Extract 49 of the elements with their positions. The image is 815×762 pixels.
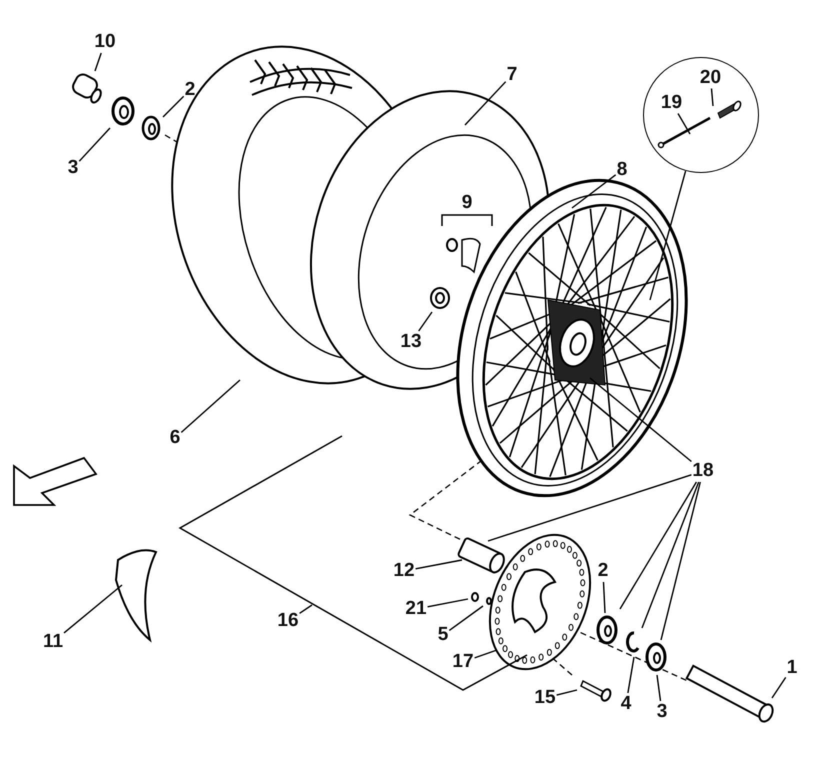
callout-number: 17: [452, 652, 474, 672]
leader-line: [556, 689, 578, 696]
callout-number: 8: [616, 160, 628, 180]
leader-line: [590, 377, 692, 462]
leader-line: [619, 482, 697, 610]
callout-number: 21: [405, 599, 427, 619]
leader-line: [64, 584, 122, 634]
leader-line: [656, 674, 662, 702]
leader-line: [488, 474, 692, 542]
leader-line: [427, 598, 468, 608]
callout-number: 11: [42, 632, 64, 652]
leader-line: [180, 379, 240, 433]
callout-number: 18: [692, 461, 714, 481]
callout-number: 5: [438, 625, 448, 645]
leader-line: [78, 128, 111, 162]
leader-line: [660, 482, 701, 640]
callout-number: 12: [393, 561, 415, 581]
callout-number: 19: [660, 92, 682, 112]
callout-number: 1: [786, 658, 798, 678]
callout-number: 9: [462, 193, 472, 213]
leader-line: [162, 96, 184, 118]
leader-line: [627, 656, 635, 694]
leader-line: [464, 81, 506, 126]
callout-number: 2: [598, 561, 608, 581]
leader-line: [572, 174, 616, 209]
leader-line: [415, 559, 462, 570]
leader-line: [710, 88, 714, 106]
leader-line: [641, 482, 700, 628]
leader-line: [649, 170, 686, 300]
callout-number: 7: [506, 65, 518, 85]
callout-number: 20: [700, 68, 722, 88]
leader-line: [299, 604, 312, 614]
callout-number: 4: [620, 694, 632, 714]
callout-number: 10: [94, 32, 116, 52]
callout-number: 15: [534, 688, 556, 708]
callout-number: 3: [656, 702, 668, 722]
callout-number: 3: [68, 158, 78, 178]
leader-line: [602, 582, 606, 614]
detail-circle: [643, 57, 759, 173]
callout-number: 16: [277, 611, 299, 631]
leader-line: [94, 52, 102, 72]
leader-line: [448, 605, 484, 631]
leader-line: [677, 113, 691, 134]
callout-number: 13: [400, 332, 422, 352]
callout-number: 6: [170, 428, 180, 448]
callout-number: 2: [184, 80, 196, 100]
leader-line: [771, 677, 786, 698]
leader-line: [474, 649, 498, 659]
leader-line: [418, 312, 433, 332]
